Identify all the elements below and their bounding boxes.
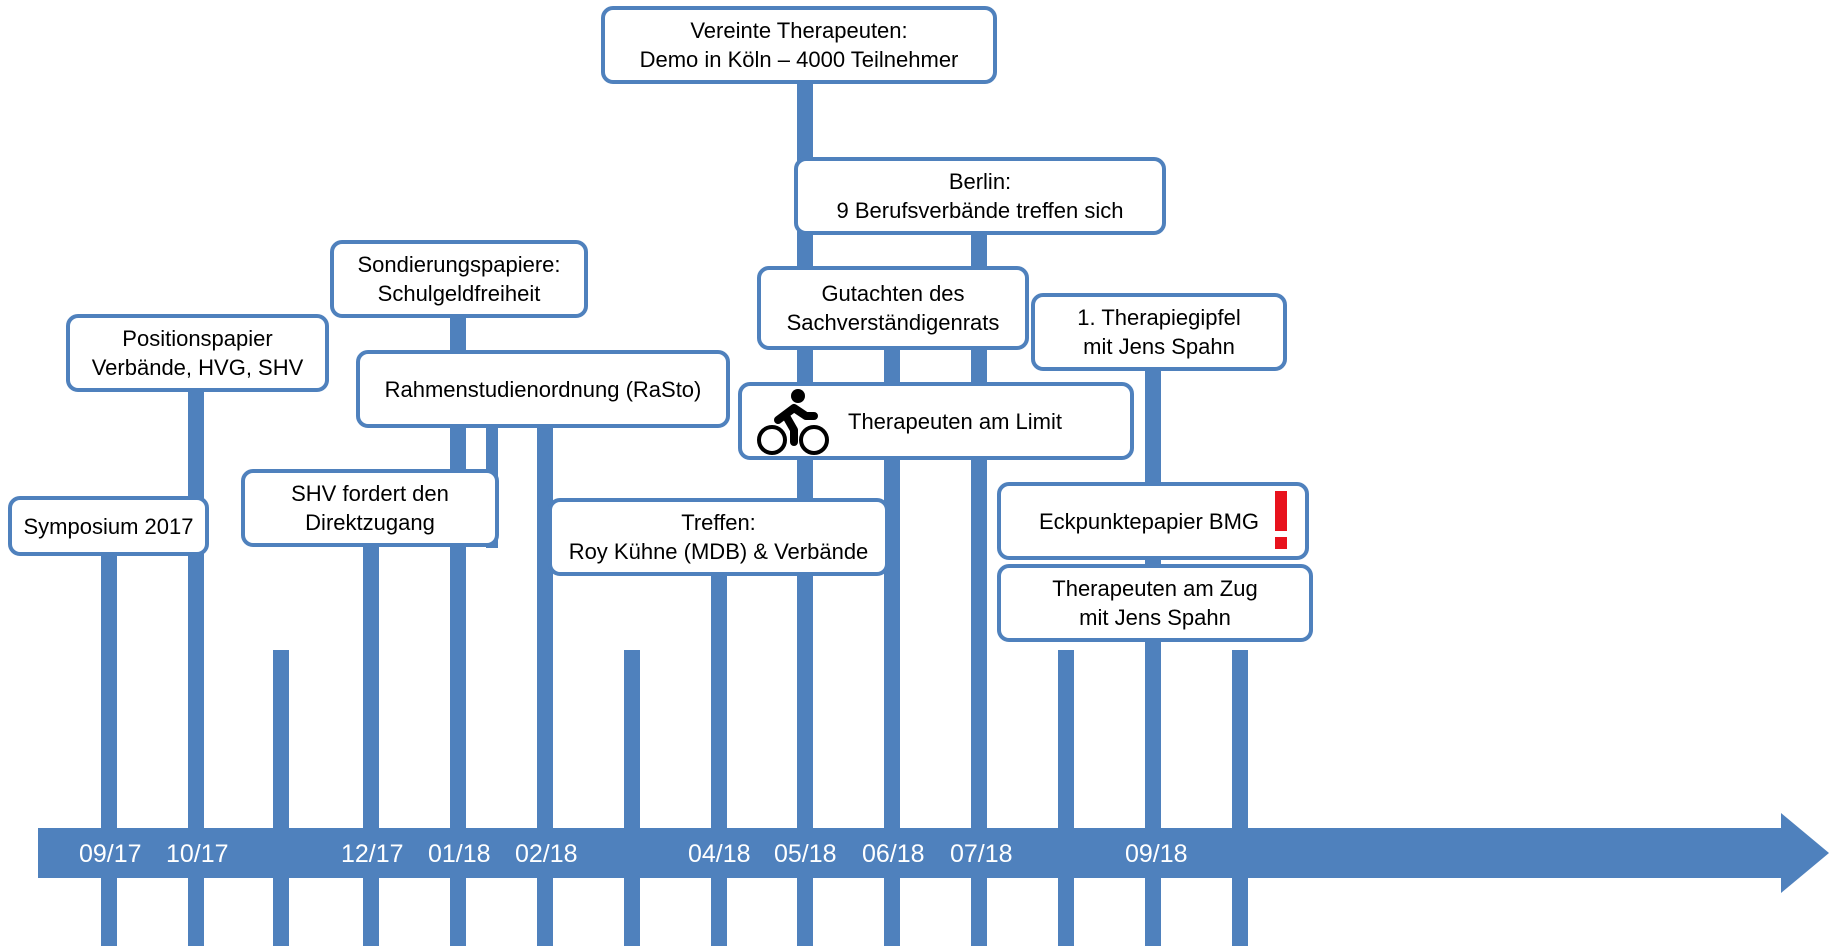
event-am-limit: Therapeuten am Limit: [738, 382, 1134, 460]
date-label: 10/17: [166, 840, 229, 868]
event-text: Berlin:: [948, 169, 1012, 194]
date-label: 09/18: [1125, 840, 1188, 868]
tick-04-18: [711, 576, 727, 946]
date-label: 07/18: [950, 840, 1013, 868]
tick-12-17: [363, 545, 379, 946]
date-label: 02/18: [515, 840, 578, 868]
cyclist-icon: [757, 389, 829, 455]
event-text: Direktzugang: [305, 510, 435, 535]
tick-08-18: [1058, 650, 1074, 946]
event-text: 1. Therapiegipfel: [1077, 305, 1241, 330]
event-text: Sondierungspapiere:: [357, 252, 561, 277]
event-text: SHV fordert den: [291, 481, 449, 506]
event-text: Symposium 2017: [23, 513, 194, 539]
time-axis: [38, 828, 1783, 878]
event-text: Therapeuten am Limit: [848, 408, 1062, 434]
event-text: Rahmenstudienordnung (RaSto): [384, 376, 702, 402]
event-text: Eckpunktepapier BMG: [1038, 508, 1260, 534]
event-positionspapier: Positionspapier Verbände, HVG, SHV: [66, 314, 329, 392]
date-label: 06/18: [862, 840, 925, 868]
event-text: Positionspapier: [122, 326, 273, 351]
event-text: Verbände, HVG, SHV: [91, 355, 304, 380]
event-text: Treffen:: [681, 510, 756, 535]
event-text: Vereinte Therapeuten:: [690, 18, 908, 43]
tick-03-18: [624, 650, 640, 946]
event-symposium: Symposium 2017: [8, 496, 209, 556]
event-gutachten: Gutachten des Sachverständigenrats: [757, 266, 1029, 350]
event-text: Gutachten des: [821, 281, 965, 306]
event-treffen-kuehne: Treffen: Roy Kühne (MDB) & Verbände: [548, 498, 889, 576]
event-text: mit Jens Spahn: [1079, 605, 1231, 630]
tick-06-18: [884, 350, 900, 946]
event-text: Therapeuten am Zug: [1052, 576, 1258, 601]
event-text: Demo in Köln – 4000 Teilnehmer: [639, 47, 959, 72]
tick-11-17: [273, 650, 289, 946]
date-label: 12/17: [341, 840, 404, 868]
event-text: Schulgeldfreiheit: [377, 281, 541, 306]
date-label: 04/18: [688, 840, 751, 868]
event-eckpunkte: Eckpunktepapier BMG: [997, 482, 1309, 560]
time-axis-arrowhead: [1781, 813, 1829, 893]
event-rasto: Rahmenstudienordnung (RaSto): [356, 350, 730, 428]
date-label: 09/17: [79, 840, 142, 868]
event-berlin: Berlin: 9 Berufsverbände treffen sich: [794, 157, 1166, 235]
event-am-zug: Therapeuten am Zug mit Jens Spahn: [997, 564, 1313, 642]
event-sondierungspapiere: Sondierungspapiere: Schulgeldfreiheit: [330, 240, 588, 318]
tick-09-17: [101, 556, 117, 946]
event-therapiegipfel: 1. Therapiegipfel mit Jens Spahn: [1031, 293, 1287, 371]
tick-10-18: [1232, 650, 1248, 946]
event-shv-direktzugang: SHV fordert den Direktzugang: [241, 469, 499, 547]
event-demo-koeln: Vereinte Therapeuten: Demo in Köln – 400…: [601, 6, 997, 84]
date-label: 05/18: [774, 840, 837, 868]
event-text: Roy Kühne (MDB) & Verbände: [568, 539, 869, 564]
event-text: mit Jens Spahn: [1083, 334, 1235, 359]
event-text: 9 Berufsverbände treffen sich: [836, 198, 1124, 223]
date-label: 01/18: [428, 840, 491, 868]
event-text: Sachverständigenrats: [786, 310, 1000, 335]
exclamation-icon: [1275, 491, 1288, 549]
